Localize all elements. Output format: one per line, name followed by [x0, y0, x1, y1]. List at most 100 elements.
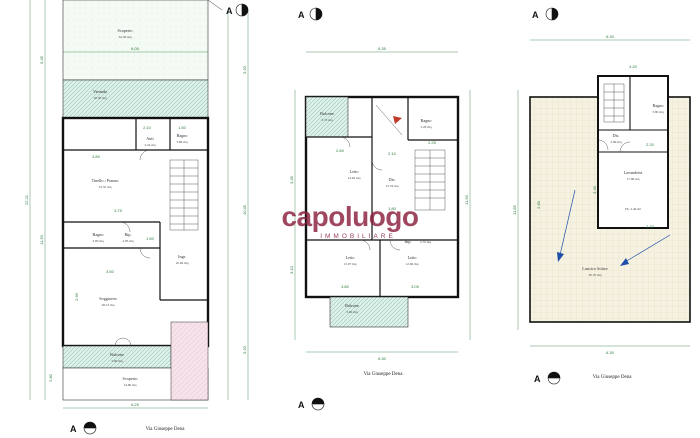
room-label: Dis. — [389, 177, 396, 182]
dimension: 11.90 — [464, 194, 469, 204]
room-area: 3.24 mq — [144, 143, 155, 147]
street-label: Via Giuseppe Dena — [146, 427, 186, 432]
plan-right: Bagno 5.80 mq Dis. 2.99 mq Lavanderia 17… — [512, 7, 691, 385]
room-label: Bagno — [421, 118, 432, 123]
svg-text:A: A — [298, 10, 305, 20]
room-label: Lastrico Solare — [582, 266, 608, 271]
room-area: 30.70 mq — [589, 273, 602, 277]
dimension: 3.10 — [289, 265, 294, 274]
room-area: 17.96 mq — [627, 177, 640, 181]
stairs-middle — [375, 104, 446, 211]
section-marker-bottom: A — [534, 371, 561, 385]
room-label: Balcone — [110, 352, 124, 357]
room-area: 10.94 mq — [176, 261, 189, 265]
stairs-left — [169, 159, 199, 231]
room-area: 5.29 mq — [420, 125, 431, 129]
room-area: 23.55 mq — [99, 185, 112, 189]
dimension: 3.45 — [289, 175, 294, 184]
dimension: 2.10 — [143, 125, 152, 130]
room-label: Letto — [346, 255, 355, 260]
dimension: 6.30 — [606, 350, 615, 355]
room-area: 14.62 mq — [348, 176, 361, 180]
room-area: 5.72 mq — [321, 118, 332, 122]
veranda-area — [62, 79, 209, 119]
section-marker-bottom: A — [298, 397, 325, 411]
dimension: 3.80 — [341, 284, 350, 289]
room-label: Balcone — [345, 303, 359, 308]
room-area: 3.95 mq — [92, 239, 103, 243]
room-label: Anti — [146, 136, 154, 141]
room-area: 14.60 mq — [124, 383, 137, 387]
dimension: 3.75 — [114, 208, 123, 213]
room-label: Lavanderia — [624, 170, 643, 175]
room-area: 12.66 mq — [406, 262, 419, 266]
room-label: Letto — [350, 169, 359, 174]
room-area: 2.70 mq — [420, 240, 431, 244]
dimension: 22.21 — [24, 194, 29, 205]
room-label: Ingr. — [178, 254, 186, 259]
room-label: Bagno — [177, 133, 188, 138]
street-label: Via Giuseppe Dena — [593, 375, 633, 380]
dimension: 1.80 — [388, 206, 397, 211]
room-area: 5.80 mq — [652, 110, 663, 114]
room-area: 13.97 mq — [344, 262, 357, 266]
section-marker-bottom: A — [70, 421, 97, 435]
svg-text:A: A — [70, 424, 77, 434]
dimension: 6.05 — [131, 46, 140, 51]
balcone-top-area — [305, 96, 349, 138]
dimension: 3.40 — [592, 185, 597, 194]
room-label: Rip. — [404, 239, 411, 244]
dimension: 3.05 — [411, 284, 420, 289]
dimension: 6.35 — [378, 46, 387, 51]
room-label: Scoperto — [123, 376, 138, 381]
room-area: 10.30 mq — [94, 96, 107, 100]
room-label: Bagno — [653, 103, 664, 108]
svg-text:A: A — [532, 10, 539, 20]
dimension: 2.80 — [48, 373, 53, 382]
balcone-bottom-area — [329, 296, 409, 328]
dimension: 1.50 — [146, 236, 155, 241]
scoperto-top-area — [62, 0, 209, 81]
room-label: Scoperto — [118, 28, 133, 33]
room-area: 15.54 mq — [386, 184, 399, 188]
dimension: 2.20 — [646, 142, 655, 147]
dimension: 2.10 — [646, 224, 655, 229]
room-label: Letto — [408, 255, 417, 260]
dimension: 2.60 — [336, 148, 345, 153]
dimension: 3.80 — [92, 154, 101, 159]
room-label: Balcone — [320, 111, 334, 116]
dimension: 2.25 — [428, 140, 437, 145]
dimension: 6.30 — [378, 356, 387, 361]
dimension: 2.60 — [74, 292, 79, 301]
brand-watermark: capoluogo IMMOBILIARE — [281, 201, 419, 240]
street-label: Via Giuseppe Dena — [364, 372, 404, 377]
dimension: 3.50 — [106, 269, 115, 274]
room-label: Tinello / Pranzo — [92, 178, 119, 183]
svg-text:A: A — [298, 400, 305, 410]
stairs-right — [603, 83, 625, 123]
dimension: 2.60 — [536, 200, 541, 209]
room-label: Veranda — [93, 89, 107, 94]
dimension: 6.30 — [606, 34, 615, 39]
dimension: 2.10 — [388, 151, 397, 156]
room-area: 2.95 mq — [122, 239, 133, 243]
room-area: 2.99 mq — [610, 140, 621, 144]
room-label: Rip. — [124, 232, 131, 237]
height-note: H= 2.40 mt — [625, 207, 641, 211]
dimension: 3.20 — [242, 65, 247, 74]
dimension: 4.20 — [629, 64, 638, 69]
dimension: 1.50 — [178, 125, 187, 130]
room-area: 5.80 mq — [176, 140, 187, 144]
dimension: 9.45 — [39, 55, 44, 64]
room-label: Dis. — [613, 133, 620, 138]
room-area: 5.60 mq — [346, 310, 357, 314]
brand-tagline: IMMOBILIARE — [320, 233, 396, 240]
dimension: 5.20 — [242, 345, 247, 354]
room-label: Bagno — [93, 232, 104, 237]
room-label: Soggiorno — [99, 296, 116, 301]
room-area: 5.60 mq — [111, 359, 122, 363]
plan-middle: Balcone 5.72 mq Bagno 5.29 mq Letto 14.6… — [289, 7, 471, 411]
section-marker-top: A — [532, 7, 559, 21]
room-area: 28.15 mq — [102, 303, 115, 307]
